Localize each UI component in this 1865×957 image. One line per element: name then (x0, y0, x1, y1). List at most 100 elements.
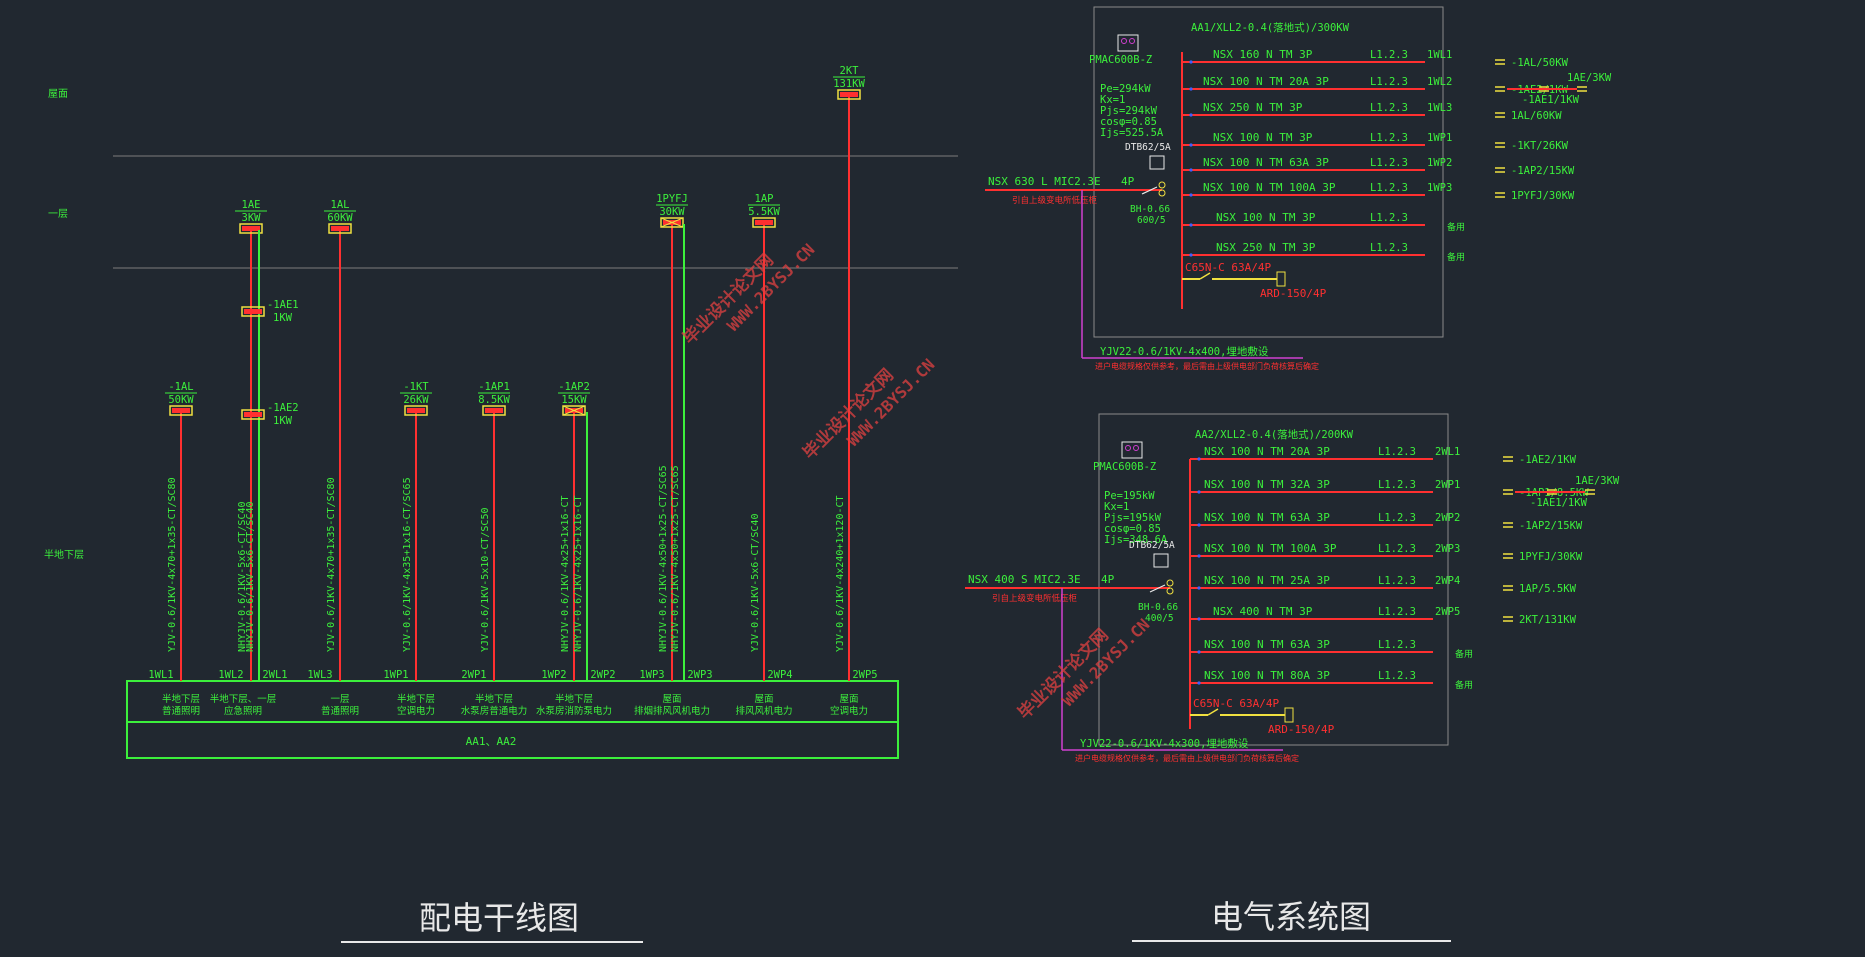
riser-desc-use: 应急照明 (224, 705, 262, 717)
branch-spare: 备用 (1447, 251, 1465, 263)
riser-circuit: 2WP3 (687, 669, 712, 681)
branch-dot (1189, 168, 1193, 172)
branch-breaker: NSX 250 N TM 3P (1203, 101, 1303, 114)
calc-line: Pe=294kW (1100, 83, 1151, 95)
riser-circuit: 1WP1 (383, 669, 408, 681)
incomer-poles: 4P (1121, 175, 1135, 188)
ct-ratio: 600/5 (1137, 215, 1166, 226)
riser-load-name: -1AL (168, 381, 193, 393)
sub-load-name: -1AE1 (267, 299, 299, 311)
branch-breaker: NSX 100 N TM 100A 3P (1203, 181, 1336, 194)
branch-circuit: 1WL2 (1427, 76, 1452, 88)
riser-desc-use: 排烟排风风机电力 (634, 705, 710, 717)
branch-circuit: 2WL1 (1435, 446, 1460, 458)
feeder-cable-spec: YJV22-0.6/1KV-4x300,埋地敷设 (1080, 737, 1249, 750)
riser-cable-spec: NHYJV-0.6/1KV-5x6-CT/SC40 (237, 501, 248, 652)
riser-desc-use: 普通照明 (162, 705, 200, 717)
branch-phase: L1.2.3 (1378, 670, 1416, 682)
sub-box-fill (244, 412, 262, 417)
feeder-cable-spec: YJV22-0.6/1KV-4x400,埋地敷设 (1100, 345, 1269, 358)
branch-phase: L1.2.3 (1378, 479, 1416, 491)
riser-load-power: 8.5KW (478, 394, 510, 406)
branch-breaker: NSX 100 N TM 80A 3P (1204, 669, 1330, 682)
distribution-box (482, 405, 506, 416)
meter-dial (1125, 445, 1131, 451)
incomer-switch (1149, 584, 1166, 593)
riser-load-power: 3KW (242, 212, 262, 224)
branch-phase: L1.2.3 (1370, 102, 1408, 114)
branch-breaker: NSX 250 N TM 3P (1216, 241, 1316, 254)
branch-dot (1189, 113, 1193, 117)
branch-spare: 备用 (1455, 648, 1473, 660)
meter-dial (1121, 38, 1127, 44)
branch-circuit: 1WP2 (1427, 157, 1452, 169)
riser-load-power: 5.5KW (748, 206, 780, 218)
riser-desc-location: 屋面 (662, 694, 681, 705)
riser-desc-location: 半地下层 (555, 693, 593, 705)
incomer-breaker: NSX 630 L MIC2.3E (988, 175, 1101, 188)
calc-line: Ijs=348.6A (1104, 534, 1168, 546)
distribution-box-fill (755, 220, 773, 225)
branch-phase: L1.2.3 (1378, 639, 1416, 651)
riser-desc-location: 屋面 (754, 694, 773, 705)
branch-circuit: 1WP3 (1427, 182, 1452, 194)
branch-dot (1197, 617, 1201, 621)
branch-load: 2KT/131KW (1519, 614, 1577, 626)
branch-breaker: NSX 100 N TM 3P (1216, 211, 1316, 224)
branch-breaker: NSX 100 N TM 100A 3P (1204, 542, 1337, 555)
calc-line: cosφ=0.85 (1100, 116, 1157, 128)
riser-load-name: 1AL (331, 199, 350, 211)
branch-dot (1189, 223, 1193, 227)
distribution-box (328, 223, 352, 234)
riser-cable-spec: NHYJV-0.6/1KV-4x50+1x25-CT/SC65 (670, 465, 681, 652)
riser-circuit: 2WL1 (262, 669, 287, 681)
branch-breaker: NSX 100 N TM 20A 3P (1203, 75, 1329, 88)
riser-cable-spec: NHYJV-0.6/1KV-4x50+1x25-CT/SC65 (658, 465, 669, 652)
spd-label: DTB62/5A (1125, 142, 1171, 153)
riser-circuit: 1WP3 (639, 669, 664, 681)
branch-circuit: 1WL3 (1427, 102, 1452, 114)
floor-label-first: 一层 (48, 208, 68, 220)
riser-load-name: 2KT (840, 65, 860, 77)
ard-icon (1276, 271, 1286, 287)
riser-desc-location: 一层 (330, 694, 349, 705)
feeder-cable-note: 进户电缆规格仅供参考，最后需由上级供电部门负荷核算后确定 (1075, 753, 1299, 763)
riser-circuit: 1WL1 (148, 669, 173, 681)
ct-model: BH-0.66 (1138, 602, 1178, 613)
distribution-box (562, 405, 586, 416)
riser-desc-use: 普通照明 (321, 705, 359, 717)
riser-desc-location: 屋面 (839, 694, 858, 705)
branch-dot (1197, 681, 1201, 685)
branch-load: -1AL/50KW (1511, 57, 1569, 69)
calc-line: Pe=195kW (1104, 490, 1155, 502)
riser-cable-spec: YJV-0.6/1KV-5x6-CT/SC40 (750, 514, 761, 652)
branch-load: 1PYFJ/30KW (1519, 551, 1583, 563)
riser-desc-location: 半地下层、一层 (210, 693, 277, 705)
feeder-cable-note: 进户电缆规格仅供参考，最后需由上级供电部门负荷核算后确定 (1095, 361, 1319, 371)
branch-breaker: NSX 400 N TM 3P (1213, 605, 1313, 618)
distribution-box-fill (172, 408, 190, 413)
branch-dot (1197, 650, 1201, 654)
branch-dot (1197, 554, 1201, 558)
branch-dot (1197, 490, 1201, 494)
riser-load-power: 26KW (403, 394, 429, 406)
sub-box-fill (244, 309, 262, 314)
branch-dot (1189, 253, 1193, 257)
rcd-label: C65N-C 63A/4P (1193, 697, 1279, 710)
riser-load-name: -1AP2 (558, 381, 590, 393)
ct-model: BH-0.66 (1130, 204, 1170, 215)
meter-icon (1117, 34, 1139, 52)
branch-circuit: 2WP3 (1435, 543, 1460, 555)
riser-cable-spec: YJV-0.6/1KV-5x10-CT/SC50 (480, 508, 491, 653)
rcd-label: C65N-C 63A/4P (1185, 261, 1271, 274)
extra-load: -1AE1/1KW (1522, 94, 1580, 106)
riser-cable-spec: NHYJV-0.6/1KV-5x6-CT/SC40 (245, 501, 256, 652)
branch-phase: L1.2.3 (1378, 446, 1416, 458)
branch-phase: L1.2.3 (1370, 212, 1408, 224)
riser-desc-use: 空调电力 (830, 705, 868, 717)
meter-model: PMAC600B-Z (1089, 54, 1152, 66)
riser-desc-use: 空调电力 (397, 705, 435, 717)
